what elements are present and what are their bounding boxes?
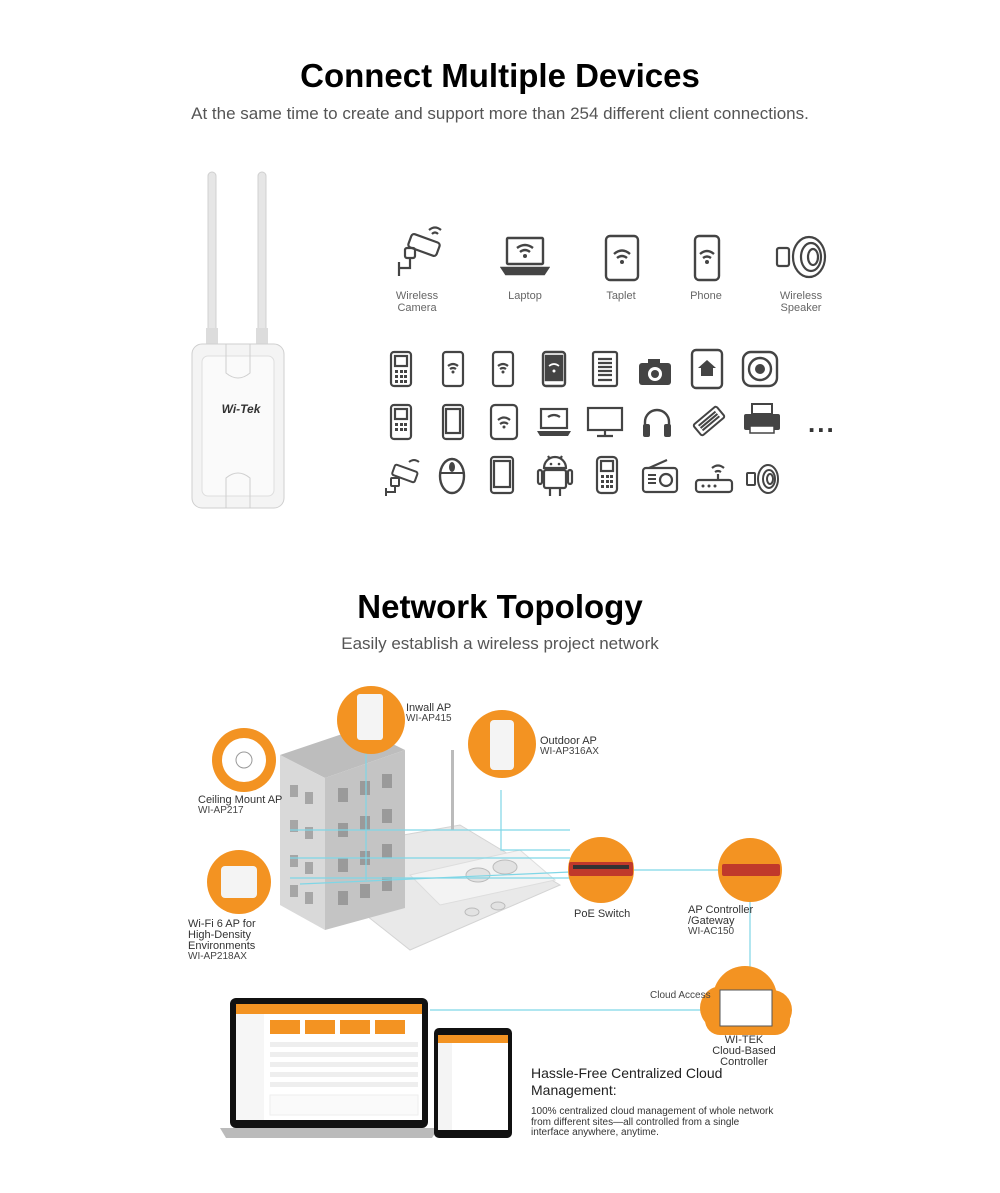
tablet-wifi-icon xyxy=(489,403,519,446)
speaker-icon xyxy=(744,462,780,501)
section-subtitle-connect: At the same time to create and support m… xyxy=(191,104,809,123)
smartphone-icon xyxy=(489,455,515,500)
label-cloud-access: Cloud Access xyxy=(650,990,711,1001)
laptop-wifi-icon xyxy=(536,406,572,443)
section-title-connect: Connect Multiple Devices xyxy=(300,57,700,94)
feature-phone-icon xyxy=(389,350,413,393)
laptop-icon xyxy=(499,234,551,285)
photo-camera-icon xyxy=(637,356,673,393)
label-laptop: Laptop xyxy=(508,290,542,302)
smart-home-tablet-icon xyxy=(690,348,724,395)
headphones-icon xyxy=(641,404,673,445)
label-tablet: Taplet xyxy=(606,290,636,302)
feature-phone-icon xyxy=(595,455,619,500)
feature-phone-icon xyxy=(389,403,413,446)
subwoofer-icon xyxy=(741,350,779,393)
smartphone-wifi-icon xyxy=(541,350,567,393)
cloud-management-description: 100% centralized cloud management of who… xyxy=(531,1106,774,1138)
printer-icon xyxy=(742,402,782,441)
product-brand-logo: Wi-Tek xyxy=(221,402,261,416)
monitor-icon xyxy=(586,406,624,443)
router-icon xyxy=(694,460,734,499)
more-devices-indicator: ... xyxy=(808,408,836,438)
android-icon xyxy=(536,452,574,503)
tablet-icon xyxy=(603,234,641,287)
phone-icon xyxy=(692,234,722,287)
label-poe-switch: PoE Switch xyxy=(574,908,631,920)
smartphone-wifi-icon xyxy=(491,350,515,393)
speaker-icon xyxy=(773,234,829,287)
section-title-topology: Network Topology xyxy=(357,588,643,625)
ereader-icon xyxy=(591,350,619,393)
security-camera-icon xyxy=(383,456,425,503)
radio-icon xyxy=(641,458,679,501)
keyboard-icon xyxy=(690,402,728,445)
smartphone-icon xyxy=(441,403,465,446)
outdoor-ap-product: Wi-Tek xyxy=(186,168,296,513)
topology-diagram xyxy=(207,686,792,1138)
camera-icon xyxy=(395,220,449,287)
label-phone: Phone xyxy=(690,290,722,302)
mouse-icon xyxy=(437,455,467,500)
section-subtitle-topology: Easily establish a wireless project netw… xyxy=(341,634,659,653)
smartphone-wifi-icon xyxy=(441,350,465,393)
